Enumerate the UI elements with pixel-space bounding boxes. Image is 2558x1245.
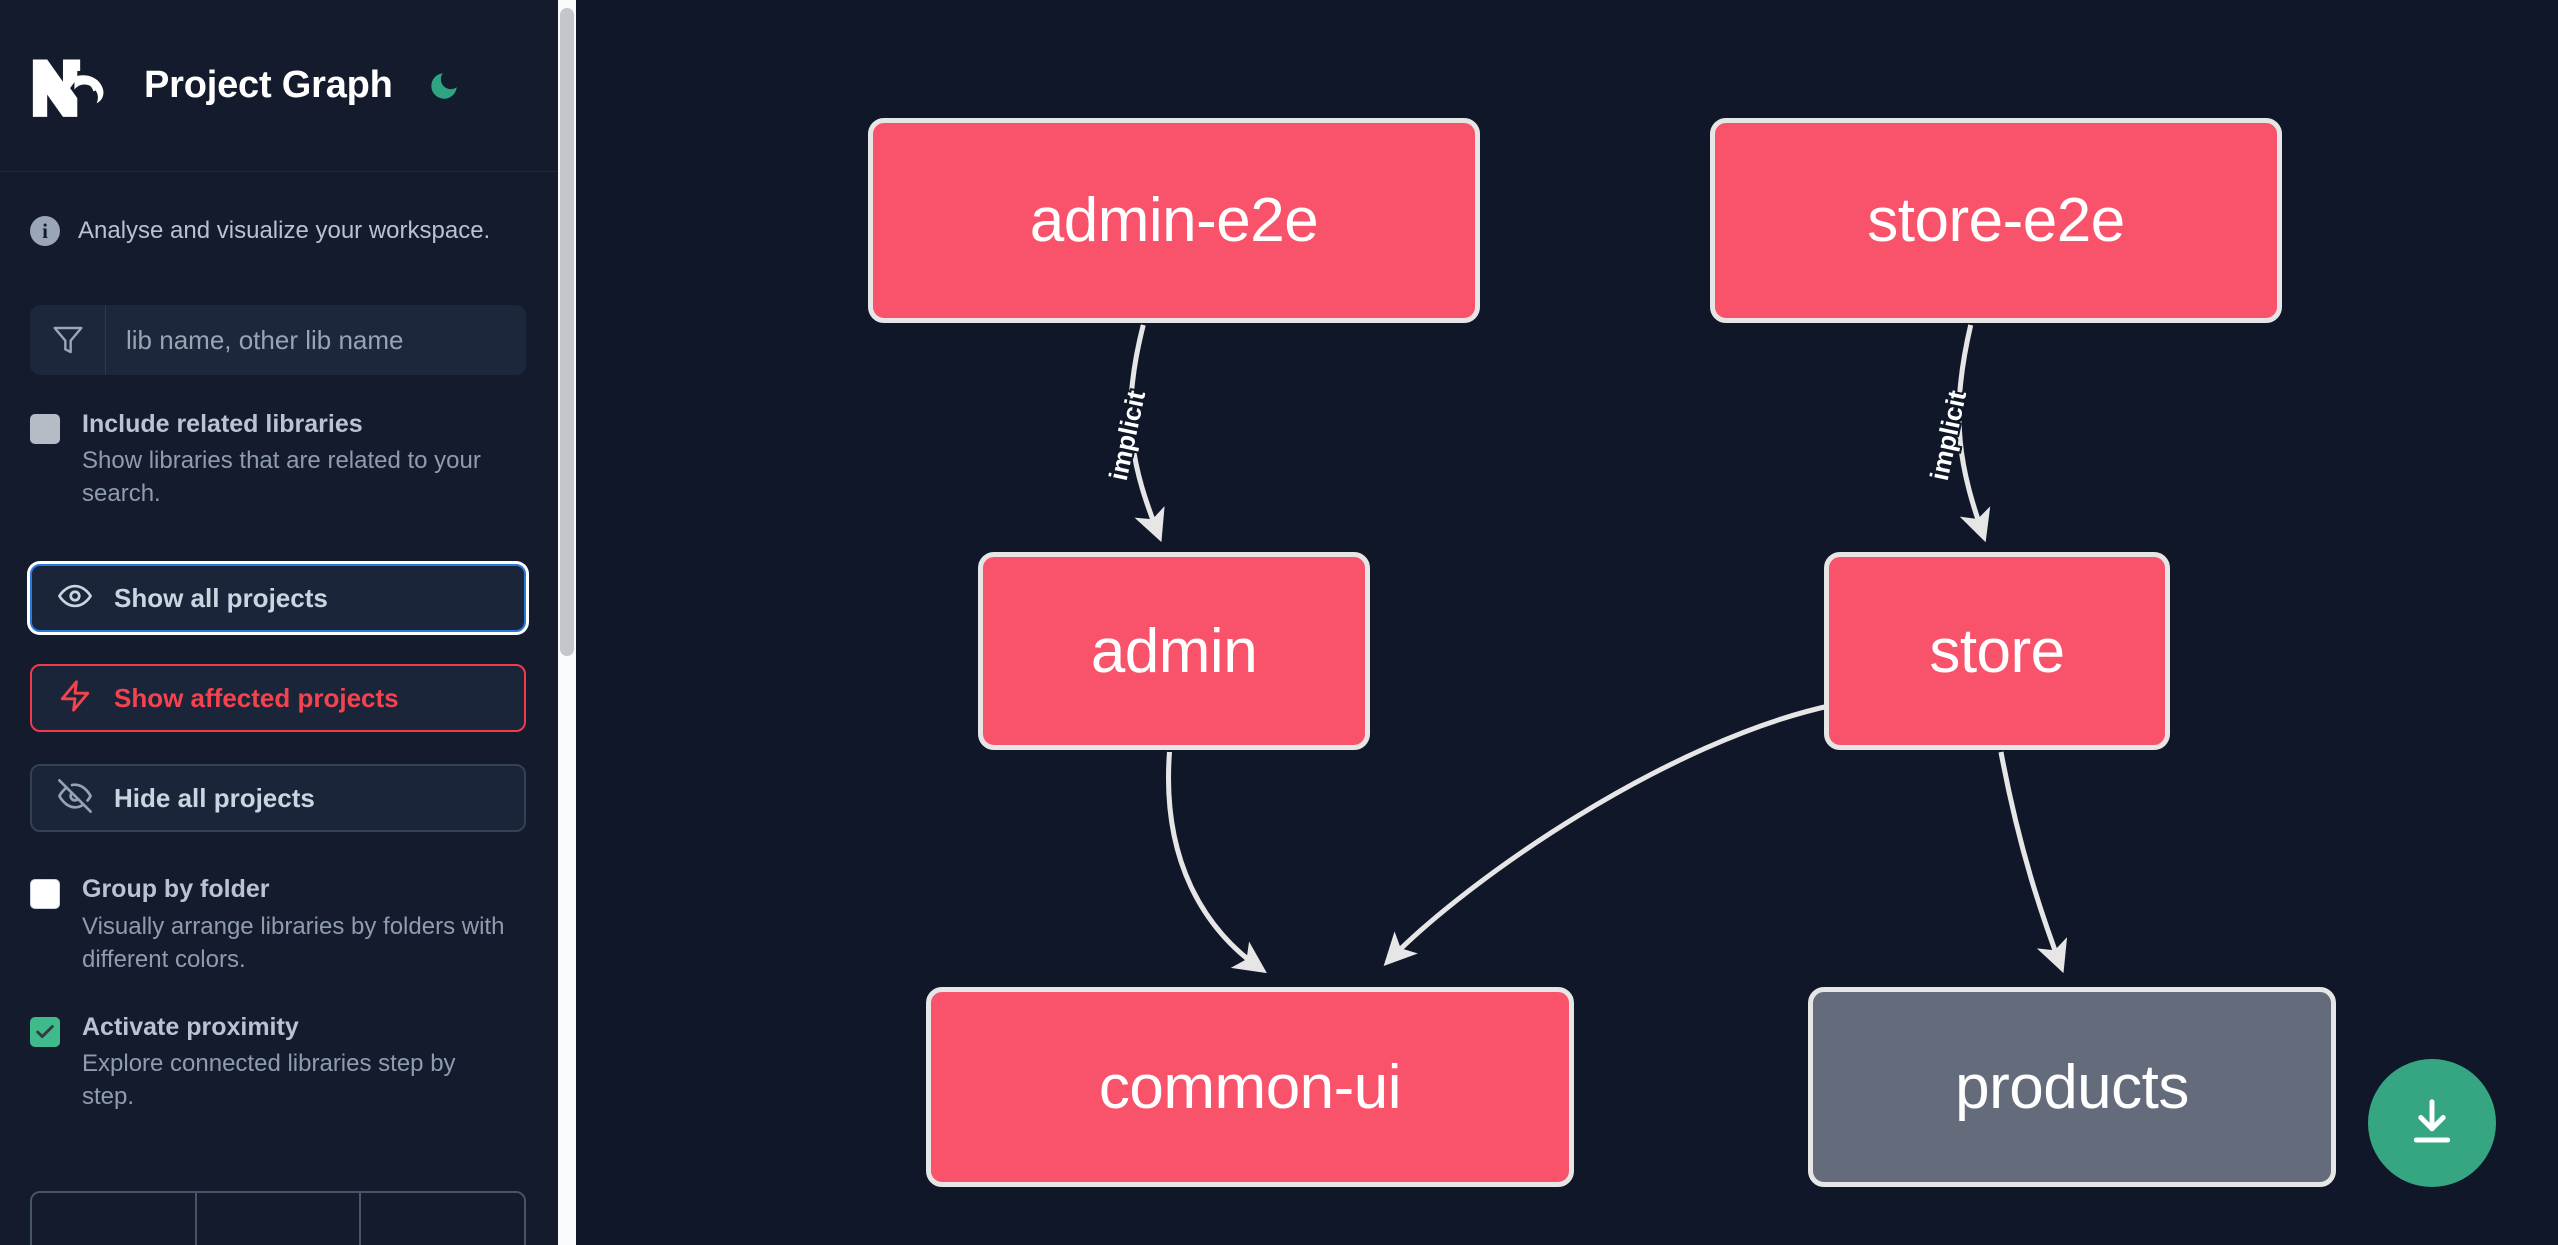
show-all-projects-button[interactable]: Show all projects bbox=[30, 564, 526, 633]
group-by-folder-checkbox[interactable] bbox=[30, 879, 60, 910]
graph-node-label: store bbox=[1929, 616, 2065, 686]
sidebar: Project Graph i Analyse and visualize yo… bbox=[0, 0, 558, 1245]
proximity-segment-3[interactable] bbox=[361, 1193, 524, 1245]
page-title: Project Graph bbox=[144, 64, 393, 106]
graph-node-store[interactable]: store bbox=[1824, 552, 2170, 750]
activate-proximity-checkbox[interactable] bbox=[30, 1016, 60, 1047]
graph-node-label: common-ui bbox=[1098, 1052, 1402, 1122]
hide-all-projects-button[interactable]: Hide all projects bbox=[30, 764, 526, 833]
graph-node-label: admin bbox=[1090, 616, 1258, 686]
include-related-libraries-description: Show libraries that are related to your … bbox=[82, 447, 481, 508]
info-icon: i bbox=[30, 216, 60, 246]
search-bar bbox=[30, 305, 526, 375]
activate-proximity-description: Explore connected libraries step by step… bbox=[82, 1050, 456, 1111]
graph-node-store-e2e[interactable]: store-e2e bbox=[1710, 118, 2282, 323]
proximity-segment-2[interactable] bbox=[196, 1193, 362, 1245]
graph-node-label: products bbox=[1955, 1052, 2189, 1122]
graph-node-label: admin-e2e bbox=[1029, 186, 1319, 255]
filter-funnel-icon[interactable] bbox=[30, 305, 106, 375]
search-input[interactable] bbox=[106, 305, 526, 375]
proximity-segment-1[interactable] bbox=[32, 1193, 197, 1245]
visibility-button-group: Show all projects Show affected projects bbox=[30, 564, 526, 833]
graph-canvas[interactable]: admin-e2e store-e2e admin store common-u… bbox=[558, 0, 2558, 1245]
graph-node-admin-e2e[interactable]: admin-e2e bbox=[868, 118, 1480, 323]
proximity-segmented-control[interactable] bbox=[30, 1191, 526, 1245]
show-affected-projects-button[interactable]: Show affected projects bbox=[30, 664, 526, 733]
graph-node-label: store-e2e bbox=[1867, 186, 2125, 255]
eye-icon bbox=[58, 579, 92, 618]
show-affected-projects-label: Show affected projects bbox=[114, 682, 399, 713]
sidebar-body: i Analyse and visualize your workspace. … bbox=[0, 214, 558, 1113]
group-by-folder-label: Group by folder bbox=[82, 875, 270, 904]
activate-proximity-label: Activate proximity bbox=[82, 1012, 299, 1041]
hide-all-projects-label: Hide all projects bbox=[114, 782, 315, 813]
include-related-libraries-label: Include related libraries bbox=[82, 410, 363, 438]
group-by-folder-description: Visually arrange libraries by folders wi… bbox=[82, 912, 505, 973]
sidebar-header: Project Graph bbox=[0, 0, 558, 172]
graph-node-admin[interactable]: admin bbox=[978, 552, 1370, 750]
option-activate-proximity[interactable]: Activate proximity Explore connected lib… bbox=[30, 1012, 526, 1113]
download-button[interactable] bbox=[2368, 1059, 2496, 1187]
graph-node-common-ui[interactable]: common-ui bbox=[926, 987, 1574, 1187]
lightning-icon bbox=[58, 679, 92, 718]
graph-node-products[interactable]: products bbox=[1808, 987, 2336, 1187]
sidebar-scrollbar-thumb[interactable] bbox=[560, 8, 574, 656]
option-group-by-folder[interactable]: Group by folder Visually arrange librari… bbox=[30, 874, 526, 975]
option-include-related-libraries[interactable]: Include related libraries Show libraries… bbox=[30, 409, 526, 510]
graph-edges bbox=[1128, 324, 2068, 974]
tagline-text: Analyse and visualize your workspace. bbox=[78, 217, 491, 244]
eye-off-icon bbox=[58, 779, 92, 818]
moon-icon[interactable] bbox=[423, 65, 465, 107]
show-all-projects-label: Show all projects bbox=[114, 582, 328, 613]
download-icon bbox=[2405, 1095, 2459, 1152]
tagline: i Analyse and visualize your workspace. bbox=[30, 214, 526, 248]
include-related-libraries-checkbox[interactable] bbox=[30, 414, 60, 444]
nx-logo-icon bbox=[30, 55, 116, 117]
